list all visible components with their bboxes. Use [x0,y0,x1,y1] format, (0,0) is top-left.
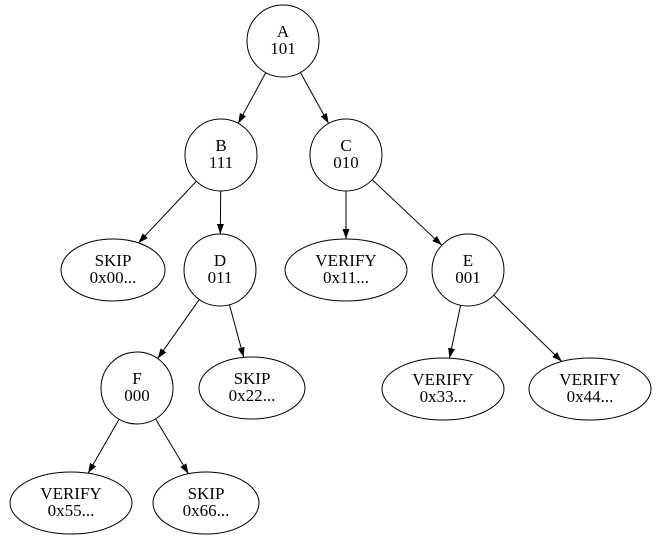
edge-E-verify33 [449,305,460,358]
edge-B-skip00 [138,181,196,243]
edge-F-verify55 [88,419,119,473]
edge-D-skip22 [229,305,243,358]
edge-C-E [372,180,442,246]
edge-A-C [300,73,328,124]
edge-D-F [158,299,200,358]
edge-A-B [238,73,266,124]
edge-E-verify44 [494,295,562,361]
edge-F-skip66 [156,419,189,474]
